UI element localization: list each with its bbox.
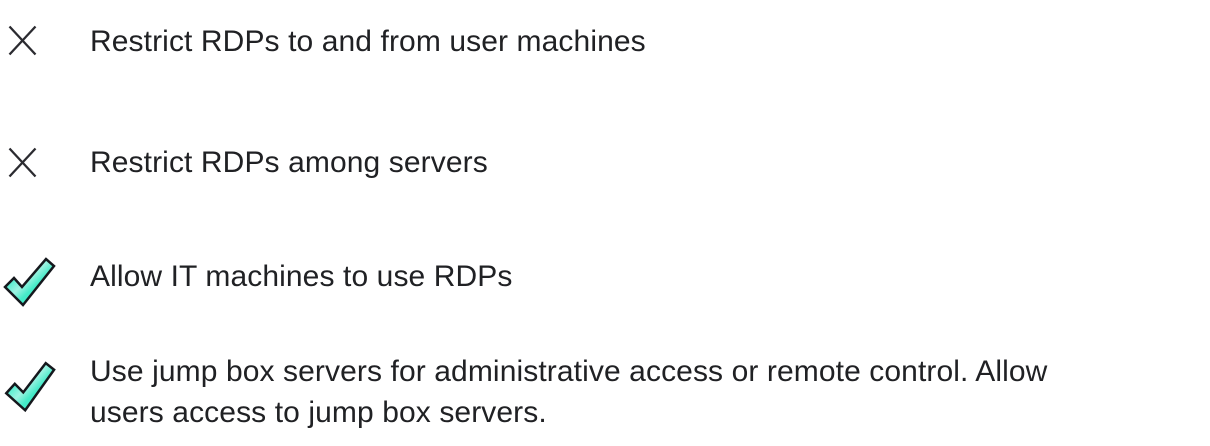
item-line: Restrict RDPs among servers — [90, 146, 488, 179]
item-line: Use jump box servers for administrative … — [90, 355, 1048, 388]
list-item: Use jump box servers for administrative … — [0, 351, 1210, 433]
list-item: Allow IT machines to use RDPs — [0, 256, 1210, 307]
list-item-text: Restrict RDPs among servers — [90, 142, 1200, 183]
list-item: Restrict RDPs to and from user machines — [0, 21, 1210, 62]
list-item-text: Restrict RDPs to and from user machines — [90, 21, 1200, 62]
list-item: Restrict RDPs among servers — [0, 142, 1210, 183]
check-icon — [4, 361, 56, 413]
item-line: Restrict RDPs to and from user machines — [90, 25, 646, 58]
check-icon — [3, 257, 56, 307]
item-line: Allow IT machines to use RDPs — [90, 260, 513, 293]
item-line: users access to jump box servers. — [90, 396, 547, 429]
list-item-text: Use jump box servers for administrative … — [90, 351, 1200, 433]
list-item-text: Allow IT machines to use RDPs — [90, 256, 1200, 297]
x-icon — [8, 147, 37, 178]
x-icon — [8, 25, 37, 56]
